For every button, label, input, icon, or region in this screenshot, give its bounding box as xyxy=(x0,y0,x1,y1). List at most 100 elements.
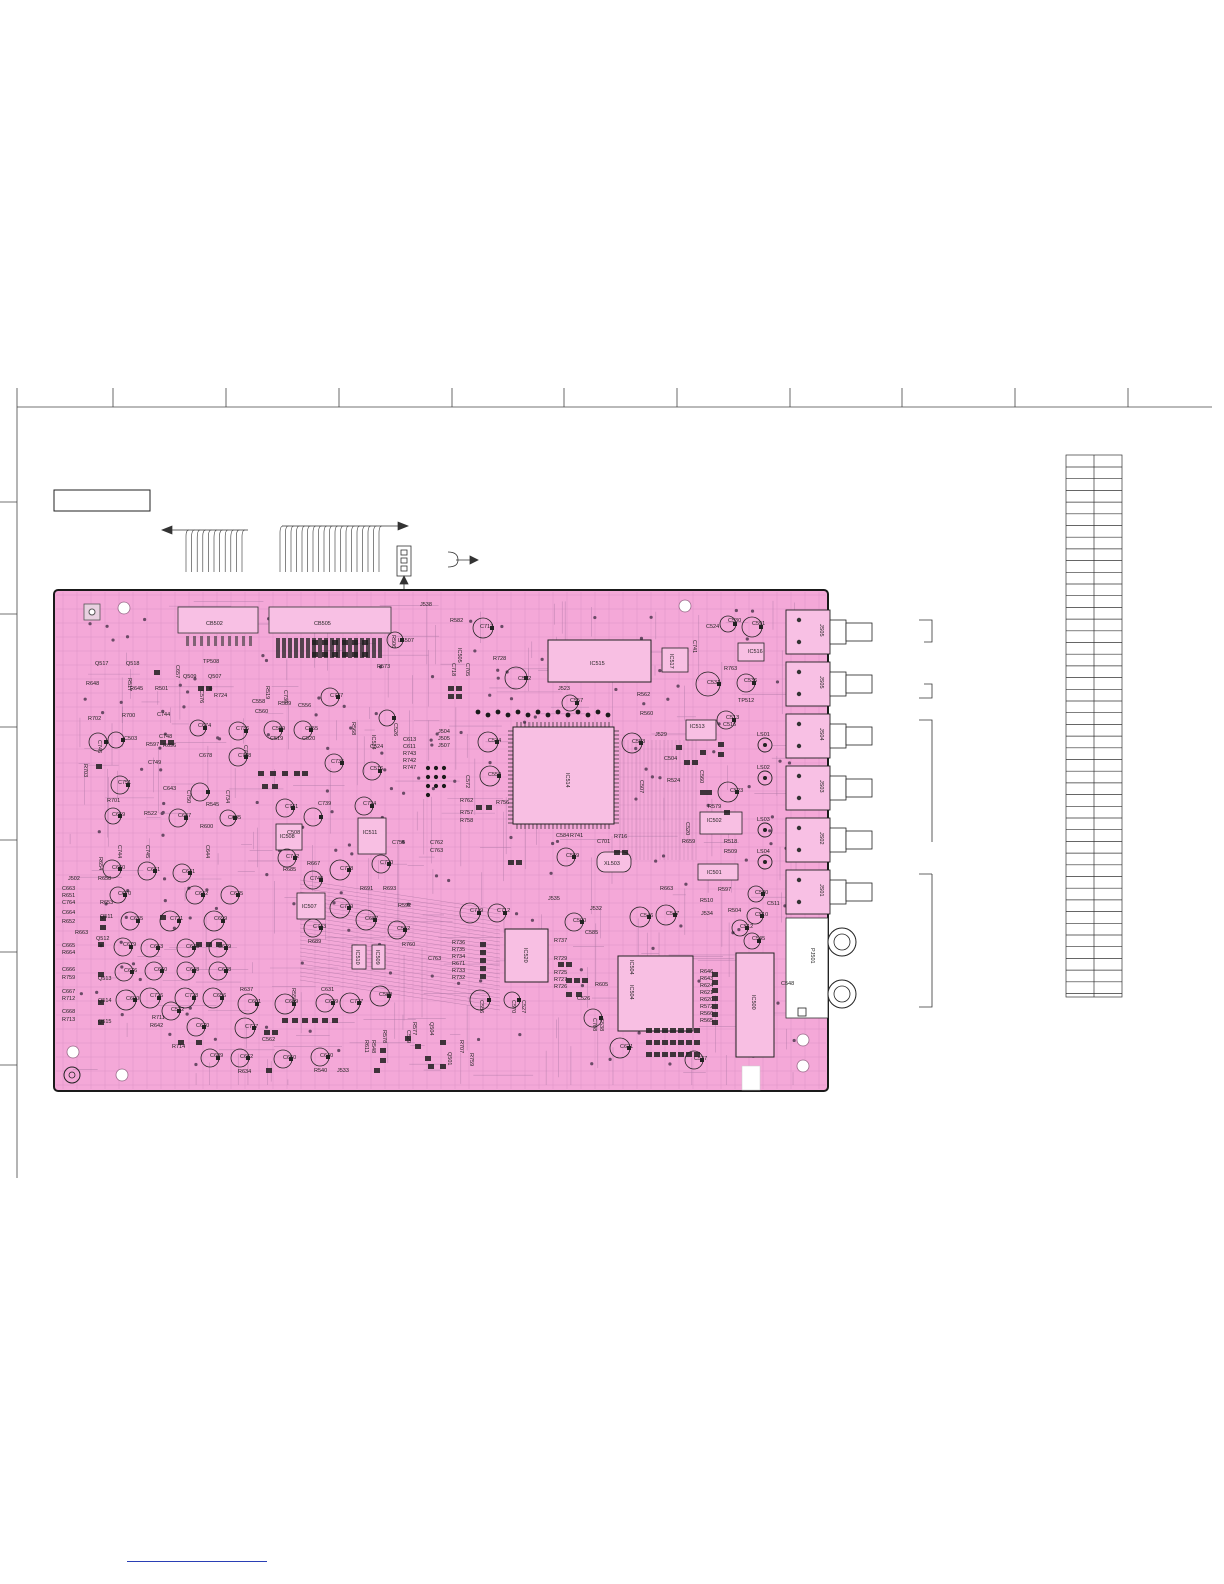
svg-text:C663: C663 xyxy=(62,886,75,892)
chip-ic500: IC500 xyxy=(735,952,775,1058)
svg-text:C591: C591 xyxy=(752,621,765,627)
svg-text:C657: C657 xyxy=(174,665,180,678)
svg-text:C719: C719 xyxy=(470,908,483,914)
svg-text:C748: C748 xyxy=(159,734,172,740)
svg-text:R550: R550 xyxy=(290,988,296,1001)
svg-text:R693: R693 xyxy=(383,886,396,892)
svg-text:C656: C656 xyxy=(213,993,226,999)
svg-text:R759: R759 xyxy=(468,1053,474,1066)
svg-text:C548: C548 xyxy=(781,981,794,987)
svg-text:R643: R643 xyxy=(700,976,713,982)
connector-pads xyxy=(186,636,382,658)
svg-text:C751: C751 xyxy=(118,780,131,786)
svg-text:R620: R620 xyxy=(700,997,713,1003)
svg-text:R582: R582 xyxy=(450,618,463,624)
svg-text:C717: C717 xyxy=(480,624,493,630)
svg-text:IC504: IC504 xyxy=(628,985,634,1000)
coil-2: LS02 xyxy=(757,765,773,786)
svg-text:TP512: TP512 xyxy=(738,698,754,704)
chip-ic516 xyxy=(737,642,765,662)
svg-text:R701: R701 xyxy=(107,798,120,804)
svg-text:C678: C678 xyxy=(199,753,212,759)
svg-text:C631: C631 xyxy=(321,987,334,993)
coil-4: LS04 xyxy=(757,849,773,870)
svg-text:R634: R634 xyxy=(238,1069,251,1075)
jack-3: JS04 xyxy=(785,713,873,759)
svg-text:C504: C504 xyxy=(664,756,677,762)
svg-text:R711: R711 xyxy=(152,1015,165,1021)
svg-text:C705: C705 xyxy=(464,663,470,676)
svg-text:C730: C730 xyxy=(282,690,288,703)
bottom-link-underline[interactable] xyxy=(127,1561,267,1562)
svg-text:C511: C511 xyxy=(767,901,780,907)
svg-text:R689: R689 xyxy=(308,939,321,945)
svg-text:C736: C736 xyxy=(236,726,249,732)
svg-text:R509: R509 xyxy=(724,849,737,855)
svg-text:IC517: IC517 xyxy=(668,654,674,669)
svg-text:C559: C559 xyxy=(272,726,285,732)
svg-text:R506: R506 xyxy=(390,635,396,648)
svg-text:C550: C550 xyxy=(488,772,501,778)
svg-text:C527: C527 xyxy=(520,1000,526,1013)
svg-text:R510: R510 xyxy=(700,898,713,904)
svg-text:C762: C762 xyxy=(430,840,443,846)
svg-text:J502: J502 xyxy=(68,876,80,882)
svg-text:LS02: LS02 xyxy=(757,765,770,771)
svg-text:R589: R589 xyxy=(278,701,291,707)
svg-text:C749: C749 xyxy=(148,760,161,766)
svg-text:R707: R707 xyxy=(458,1040,464,1053)
svg-text:JS03: JS03 xyxy=(818,780,824,793)
jack-6: JS01 xyxy=(785,869,873,915)
chip-ic520: IC520 xyxy=(504,928,549,983)
chip-ic507: IC507 xyxy=(296,892,326,920)
svg-text:R729: R729 xyxy=(554,956,567,962)
svg-text:Q518: Q518 xyxy=(126,661,139,667)
svg-text:R663: R663 xyxy=(75,930,88,936)
svg-text:R579: R579 xyxy=(708,804,721,810)
svg-text:Q513: Q513 xyxy=(98,976,111,982)
svg-text:C547: C547 xyxy=(666,911,679,917)
svg-text:R737: R737 xyxy=(554,938,567,944)
svg-text:C590: C590 xyxy=(573,918,586,924)
svg-text:R524: R524 xyxy=(667,778,680,784)
svg-text:C724: C724 xyxy=(363,801,376,807)
svg-text:R725: R725 xyxy=(554,970,567,976)
svg-text:R642: R642 xyxy=(150,1023,163,1029)
svg-text:CB502: CB502 xyxy=(206,621,223,627)
svg-text:IC524: IC524 xyxy=(370,735,376,750)
svg-text:C718: C718 xyxy=(450,663,456,676)
svg-text:R742: R742 xyxy=(403,758,416,764)
svg-text:C667: C667 xyxy=(62,989,75,995)
svg-text:R741: R741 xyxy=(570,833,583,839)
svg-text:IC509: IC509 xyxy=(374,950,380,965)
chip-ic511: IC511 xyxy=(357,817,387,855)
svg-text:R605: R605 xyxy=(595,982,608,988)
chip-ic514: IC514 xyxy=(508,722,619,829)
svg-text:C729: C729 xyxy=(340,904,353,910)
wire-harness-right xyxy=(279,521,409,572)
svg-text:R611: R611 xyxy=(363,1040,369,1053)
svg-text:R597: R597 xyxy=(718,887,731,893)
svg-text:C763: C763 xyxy=(428,956,441,962)
svg-text:Q512: Q512 xyxy=(96,936,109,942)
copper-traces xyxy=(69,600,820,1085)
svg-text:J532: J532 xyxy=(590,906,602,912)
svg-text:C764: C764 xyxy=(62,900,75,906)
svg-text:R702: R702 xyxy=(88,716,101,722)
svg-text:R726: R726 xyxy=(554,984,567,990)
svg-text:R716: R716 xyxy=(614,834,627,840)
ground-pad xyxy=(83,603,101,621)
svg-text:R728: R728 xyxy=(493,656,506,662)
svg-text:J534: J534 xyxy=(701,911,713,917)
side-table-grid xyxy=(1065,454,1123,998)
svg-text:R671: R671 xyxy=(452,961,465,967)
svg-text:IC501: IC501 xyxy=(707,870,722,876)
chip-ic502: IC502 xyxy=(699,811,743,835)
svg-text:R518: R518 xyxy=(724,839,737,845)
page-grid-frame xyxy=(0,388,1212,1178)
svg-text:IC510: IC510 xyxy=(354,950,360,965)
svg-text:R762: R762 xyxy=(460,798,473,804)
chip-ic508: IC508 xyxy=(275,823,303,851)
